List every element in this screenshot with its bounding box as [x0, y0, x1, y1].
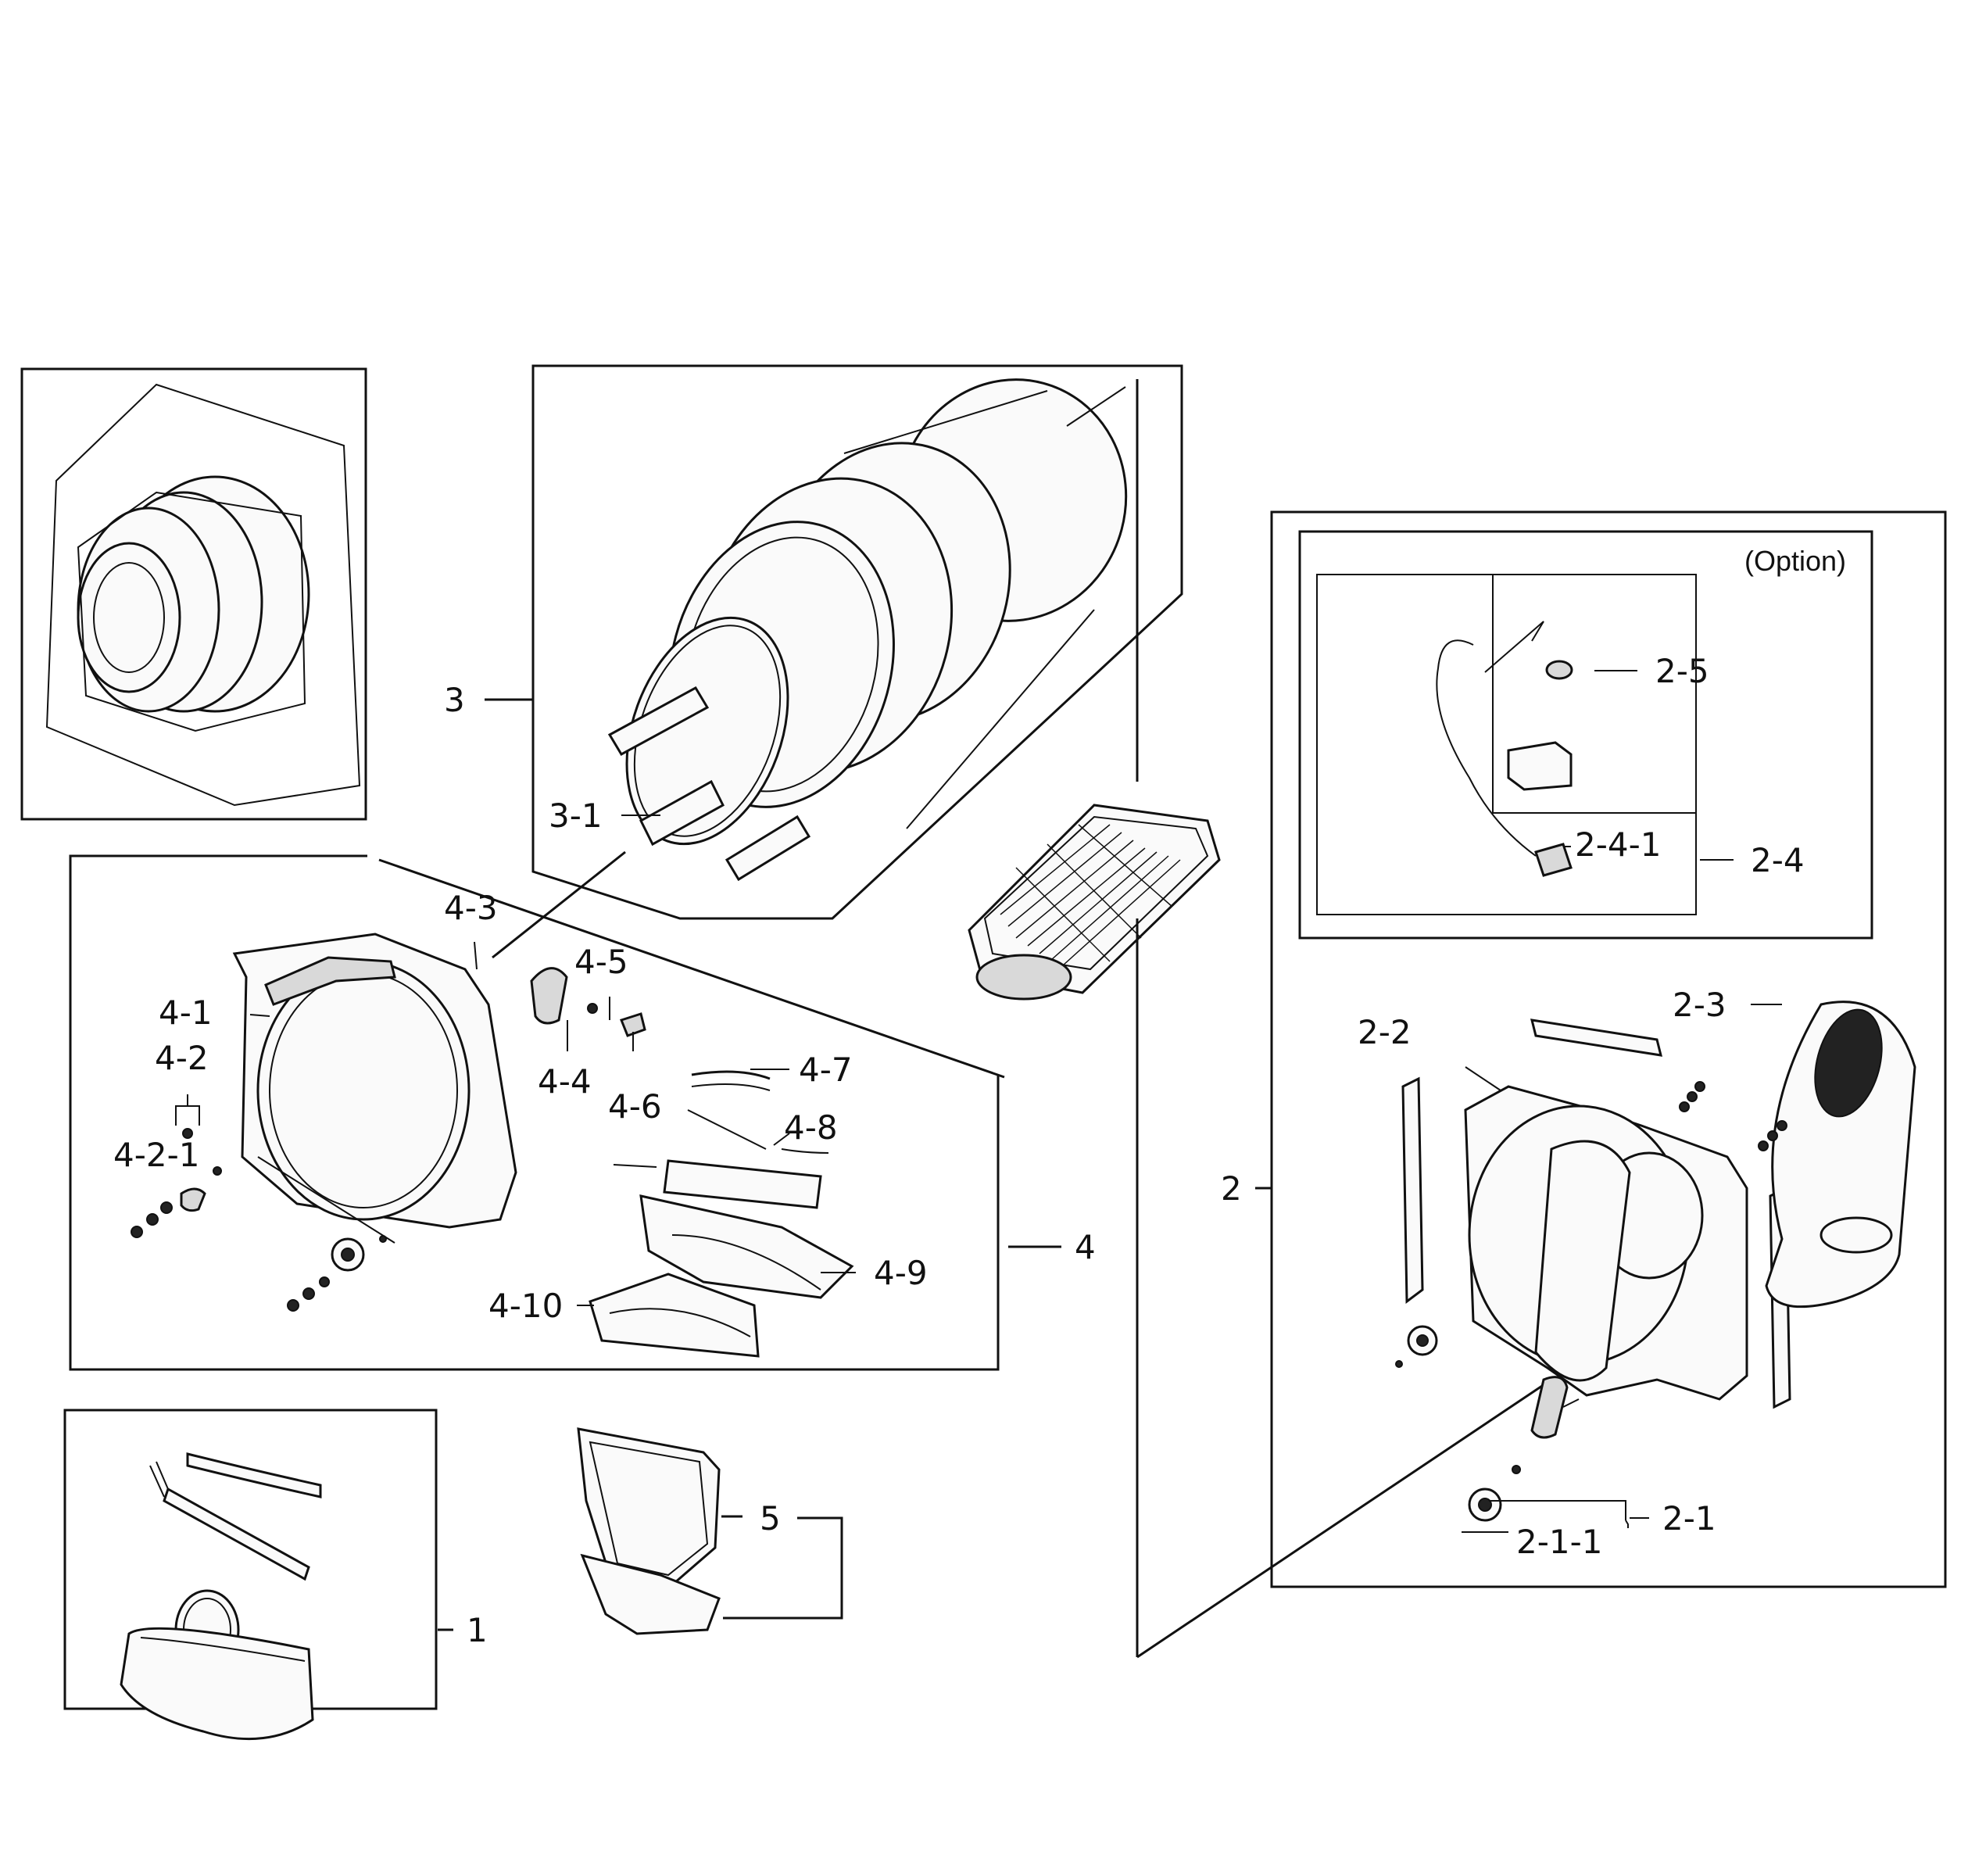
front-panel-fasteners — [131, 1128, 395, 1312]
label-4-1: 4-1 — [159, 993, 213, 1032]
label-4: 4 — [1075, 1228, 1096, 1266]
rear-panel-leader — [1562, 1398, 1580, 1408]
drum-section-3 — [531, 364, 1183, 920]
front-panel-frame — [232, 933, 517, 1229]
label-4-8: 4-8 — [784, 1108, 838, 1147]
blower-housing — [1765, 1001, 1916, 1309]
door-switch-bracket — [530, 967, 646, 1037]
section-1-box — [63, 1409, 438, 1741]
label-2-3: 2-3 — [1673, 986, 1726, 1024]
label-4-9: 4-9 — [874, 1254, 928, 1292]
label-4-7: 4-7 — [799, 1051, 853, 1089]
rear-panel-frame — [1464, 1085, 1748, 1401]
label-2-4-1: 2-4-1 — [1575, 825, 1661, 864]
label-2-2: 2-2 — [1358, 1013, 1412, 1051]
overview-assembly-box — [20, 367, 367, 821]
label-3-1: 3-1 — [549, 797, 603, 835]
section2-to-bottom-leader — [1136, 1378, 1552, 1659]
label-2-1-1: 2-1-1 — [1516, 1523, 1602, 1561]
front-panel-section-4 — [69, 850, 1005, 1371]
label-2: 2 — [1221, 1169, 1242, 1208]
label-5: 5 — [760, 1499, 781, 1538]
rear-panel-section-2 — [1270, 510, 1947, 1588]
drum-lifter-baffles — [607, 686, 811, 882]
lint-filter-housing — [968, 804, 1221, 1001]
front-panel-wires — [613, 1070, 829, 1209]
label-4-2: 4-2 — [155, 1039, 209, 1077]
label-1: 1 — [467, 1611, 488, 1649]
label-4-10: 4-10 — [488, 1287, 563, 1325]
label-4-6: 4-6 — [608, 1087, 662, 1126]
option-label: (Option) — [1744, 545, 1846, 577]
label-2-5: 2-5 — [1655, 652, 1709, 690]
label-4-3: 4-3 — [444, 889, 498, 927]
rear-panel-fasteners — [1395, 1081, 1787, 1533]
label-4-2-1: 4-2-1 — [113, 1136, 199, 1174]
label-3: 3 — [444, 681, 465, 719]
label-2-1: 2-1 — [1662, 1499, 1716, 1538]
label-4-4: 4-4 — [538, 1062, 592, 1101]
label-2-4: 2-4 — [1751, 841, 1805, 879]
front-lint-filter-duct — [589, 1194, 854, 1358]
door-leader — [492, 850, 626, 959]
lint-filter-section-5 — [577, 1427, 843, 1635]
overview-drum-assembly — [77, 475, 310, 732]
option-box — [1298, 530, 1873, 940]
part-labels: 3 3-1 4-3 4-5 4-1 4-2 4-4 4-6 4-7 4-8 4-… — [113, 545, 1846, 1649]
option-wiring-harness — [1436, 621, 1573, 877]
label-leader-lines — [175, 670, 1782, 1631]
label-4-5: 4-5 — [574, 943, 628, 981]
